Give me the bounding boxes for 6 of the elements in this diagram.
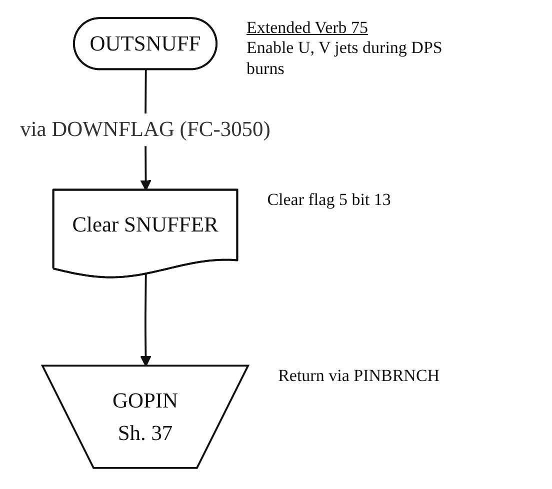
edge-label: via DOWNFLAG (FC-3050)	[20, 117, 270, 142]
annotation-text: Enable U, V jets during DPS burns	[246, 38, 444, 80]
annotation-heading: Extended Verb 75	[246, 18, 370, 38]
annotation-text: Return via PINBRNCH	[278, 366, 440, 386]
arrow	[140, 274, 152, 367]
annotation-text: Clear flag 5 bit 13	[267, 190, 391, 210]
